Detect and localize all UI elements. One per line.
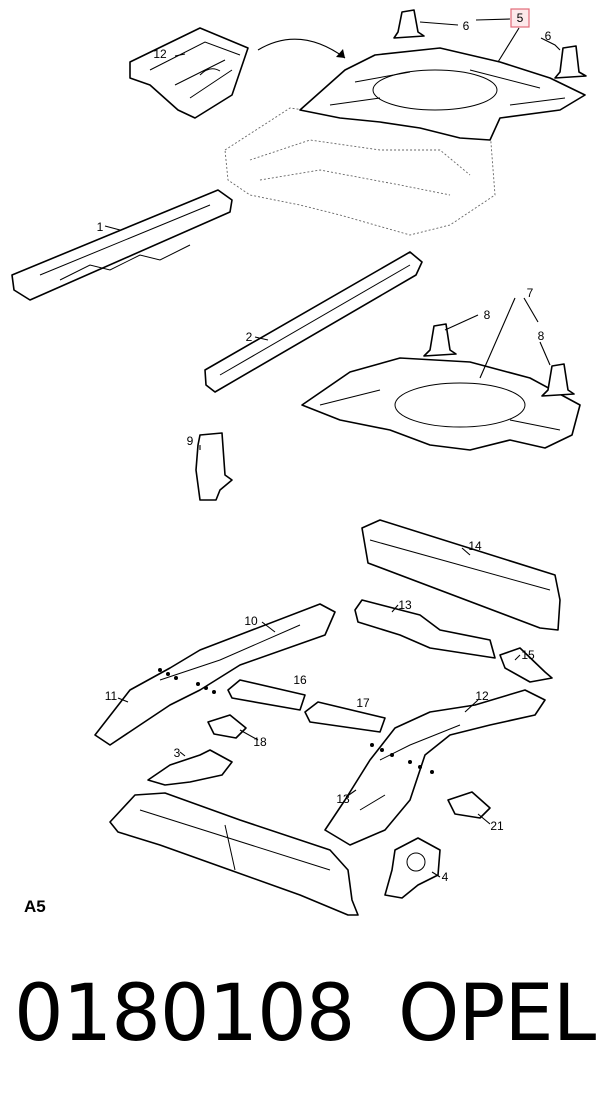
part-20[interactable] <box>207 714 247 739</box>
callout-8-right: 8 <box>538 329 545 343</box>
callout-3: 3 <box>174 746 181 760</box>
callout-17: 15 <box>521 648 535 662</box>
callout-4: 4 <box>442 870 449 884</box>
callout-1: 1 <box>97 220 104 234</box>
callout-12: 12 <box>475 689 489 703</box>
part-6-left-loop[interactable] <box>393 9 425 39</box>
callout-13: 13 <box>336 792 350 806</box>
brand-name: OPEL <box>398 969 596 1059</box>
cut-line-right <box>370 743 434 774</box>
arrow-head <box>336 49 345 58</box>
part-21[interactable] <box>447 791 491 819</box>
callout-6-left: 6 <box>463 19 470 33</box>
callout-20: 18 <box>253 735 267 749</box>
leader-lines <box>104 18 561 878</box>
callout-18: 16 <box>293 673 307 687</box>
part-8-left-loop[interactable] <box>423 323 457 357</box>
part-10-11-left-longitudinal[interactable] <box>94 603 336 746</box>
section-code: A5 <box>24 897 46 916</box>
part-18[interactable] <box>227 679 306 711</box>
callout-10: 10 <box>244 614 258 628</box>
front-cross-member[interactable] <box>109 792 359 916</box>
callout-5: 5 <box>517 11 524 25</box>
part-5-rear-floor[interactable] <box>299 47 586 141</box>
part-6-right-loop[interactable] <box>554 45 587 79</box>
cut-line-left <box>158 668 216 694</box>
part-4[interactable] <box>384 837 441 899</box>
part-number: 0180108 <box>14 969 355 1059</box>
callout-16: 14 <box>468 539 482 553</box>
part-15-cross-member[interactable] <box>354 599 496 659</box>
highlight-box-5 <box>510 8 530 28</box>
part-8-right-loop[interactable] <box>541 363 575 397</box>
callout-2: 2 <box>246 330 253 344</box>
part-16-rear-panel[interactable] <box>361 519 561 631</box>
part-14[interactable] <box>129 27 249 119</box>
callout-6-right: 6 <box>545 29 552 43</box>
callout-9: 9 <box>187 434 194 448</box>
callout-21: 21 <box>490 819 504 833</box>
callout-7: 7 <box>527 286 534 300</box>
part-3[interactable] <box>147 749 233 786</box>
footer: 0180108 OPEL <box>0 975 600 1075</box>
part-1[interactable] <box>11 189 233 301</box>
arrow-14-to-5 <box>257 38 346 59</box>
part-2[interactable] <box>204 251 423 393</box>
callout-11: 11 <box>105 689 118 703</box>
part-17[interactable] <box>499 647 553 683</box>
part-19[interactable] <box>304 701 386 733</box>
callout-19: 17 <box>356 696 370 710</box>
exploded-parts-diagram: 5 6 6 12 1 2 7 8 8 9 14 13 10 15 16 11 1… <box>11 8 587 916</box>
callout-14: 12 <box>153 47 167 61</box>
callout-15: 13 <box>398 598 412 612</box>
part-7-floor-panel[interactable] <box>301 357 581 451</box>
callout-8-left: 8 <box>484 308 491 322</box>
part-9[interactable] <box>195 432 233 501</box>
